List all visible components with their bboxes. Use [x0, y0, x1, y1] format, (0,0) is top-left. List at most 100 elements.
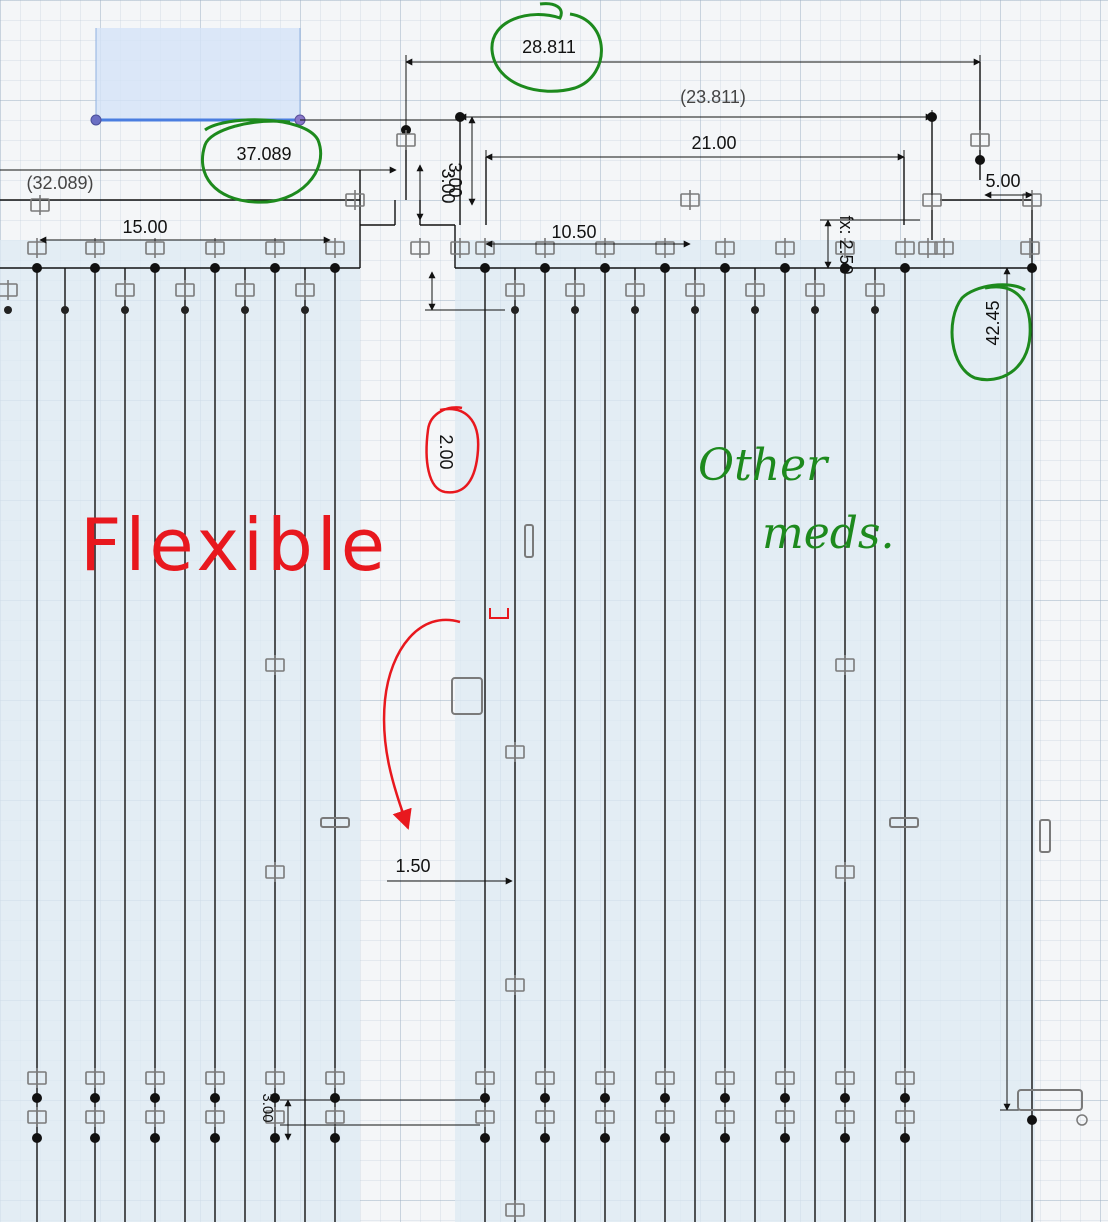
coincident-constraint-icon[interactable] — [450, 238, 470, 258]
coincident-constraint-icon[interactable] — [475, 1107, 495, 1127]
dim-200[interactable]: 2.00 — [436, 434, 456, 469]
dim-10-50[interactable]: 10.50 — [551, 222, 596, 242]
coincident-constraint-icon[interactable] — [295, 280, 315, 300]
sketch-point-icon[interactable] — [330, 263, 340, 273]
coincident-constraint-icon[interactable] — [175, 280, 195, 300]
coincident-constraint-icon[interactable] — [30, 195, 50, 215]
dim-15[interactable]: 15.00 — [122, 217, 167, 237]
sketch-profile-left[interactable] — [0, 240, 360, 1222]
dim-28811[interactable]: 28.811 — [522, 37, 576, 57]
coincident-constraint-icon[interactable] — [505, 742, 525, 762]
coincident-constraint-icon[interactable] — [265, 862, 285, 882]
sketch-point-icon[interactable] — [780, 263, 790, 273]
sketch-point-icon[interactable] — [691, 306, 699, 314]
coincident-constraint-icon[interactable] — [895, 238, 915, 258]
coincident-constraint-icon[interactable] — [115, 280, 135, 300]
sketch-point-icon[interactable] — [511, 306, 519, 314]
sketch-point-icon[interactable] — [241, 306, 249, 314]
coincident-constraint-icon[interactable] — [715, 238, 735, 258]
sketch-point-icon[interactable] — [720, 263, 730, 273]
sketch-point-icon[interactable] — [900, 1093, 910, 1103]
coincident-constraint-icon[interactable] — [715, 1107, 735, 1127]
coincident-constraint-icon[interactable] — [895, 1107, 915, 1127]
coincident-constraint-icon[interactable] — [625, 280, 645, 300]
sketch-point-icon[interactable] — [571, 306, 579, 314]
sketch-point-icon[interactable] — [540, 263, 550, 273]
sketch-point-icon[interactable] — [181, 306, 189, 314]
coincident-constraint-icon[interactable] — [805, 280, 825, 300]
sketch-point-icon[interactable] — [330, 1093, 340, 1103]
sketch-point-icon[interactable] — [270, 1133, 280, 1143]
sketch-point-icon[interactable] — [540, 1133, 550, 1143]
coincident-constraint-icon[interactable] — [535, 1068, 555, 1088]
coincident-constraint-icon[interactable] — [396, 130, 416, 150]
sketch-point-icon[interactable] — [660, 263, 670, 273]
coincident-constraint-icon[interactable] — [565, 280, 585, 300]
sketch-point-icon[interactable] — [150, 263, 160, 273]
sketch-point-icon[interactable] — [32, 263, 42, 273]
dim-23811[interactable]: (23.811) — [680, 87, 746, 107]
sketch-point-icon[interactable] — [90, 1133, 100, 1143]
sketch-point-icon[interactable] — [150, 1093, 160, 1103]
coincident-constraint-icon[interactable] — [235, 280, 255, 300]
sketch-point-icon[interactable] — [780, 1133, 790, 1143]
coincident-constraint-icon[interactable] — [265, 655, 285, 675]
coincident-constraint-icon[interactable] — [410, 238, 430, 258]
sketch-point-icon[interactable] — [210, 1133, 220, 1143]
coincident-constraint-icon[interactable] — [835, 1107, 855, 1127]
coincident-constraint-icon[interactable] — [205, 1107, 225, 1127]
sketch-point-icon[interactable] — [480, 263, 490, 273]
coincident-constraint-icon[interactable] — [325, 1068, 345, 1088]
coincident-constraint-icon[interactable] — [205, 1068, 225, 1088]
coincident-constraint-icon[interactable] — [835, 238, 855, 258]
dim-32089[interactable]: (32.089) — [26, 173, 93, 193]
coincident-constraint-icon[interactable] — [265, 1068, 285, 1088]
sketch-point-icon[interactable] — [1027, 1115, 1037, 1125]
sketch-point-icon[interactable] — [330, 1133, 340, 1143]
coincident-constraint-icon[interactable] — [325, 1107, 345, 1127]
coincident-constraint-icon[interactable] — [145, 1107, 165, 1127]
coincident-constraint-icon[interactable] — [85, 1107, 105, 1127]
sketch-point-icon[interactable] — [90, 263, 100, 273]
coincident-constraint-icon[interactable] — [835, 655, 855, 675]
coincident-constraint-icon[interactable] — [595, 1107, 615, 1127]
dim-150[interactable]: 1.50 — [395, 856, 430, 876]
sketch-point-icon[interactable] — [301, 306, 309, 314]
sketch-point-icon[interactable] — [210, 263, 220, 273]
coincident-constraint-icon[interactable] — [655, 1107, 675, 1127]
sketch-point-icon[interactable] — [631, 306, 639, 314]
sketch-point-icon[interactable] — [4, 306, 12, 314]
sketch-point-icon[interactable] — [90, 1093, 100, 1103]
coincident-constraint-icon[interactable] — [934, 238, 954, 258]
coincident-constraint-icon[interactable] — [1020, 238, 1040, 258]
coincident-constraint-icon[interactable] — [918, 238, 938, 258]
sketch-point-icon[interactable] — [32, 1133, 42, 1143]
coincident-constraint-icon[interactable] — [865, 280, 885, 300]
sketch-point-icon[interactable] — [210, 1093, 220, 1103]
coincident-constraint-icon[interactable] — [775, 1107, 795, 1127]
sketch-point-icon[interactable] — [270, 1093, 280, 1103]
dim-300[interactable]: 3.00 — [438, 168, 458, 203]
coincident-constraint-icon[interactable] — [265, 1107, 285, 1127]
coincident-constraint-icon[interactable] — [715, 1068, 735, 1088]
dim-21[interactable]: 21.00 — [691, 133, 736, 153]
sketch-point-icon[interactable] — [600, 263, 610, 273]
sketch-point-icon[interactable] — [540, 1093, 550, 1103]
coincident-constraint-icon[interactable] — [505, 280, 525, 300]
coincident-constraint-icon[interactable] — [685, 280, 705, 300]
sketch-point-icon[interactable] — [600, 1133, 610, 1143]
coincident-constraint-icon[interactable] — [595, 1068, 615, 1088]
coincident-constraint-icon[interactable] — [505, 975, 525, 995]
coincident-constraint-icon[interactable] — [325, 238, 345, 258]
sketch-point-icon[interactable] — [121, 306, 129, 314]
coincident-constraint-icon[interactable] — [475, 1068, 495, 1088]
dim-37089[interactable]: 37.089 — [236, 144, 291, 164]
sketch-point-icon[interactable] — [975, 155, 985, 165]
coincident-constraint-icon[interactable] — [775, 238, 795, 258]
sketch-point-icon[interactable] — [1027, 263, 1037, 273]
dim-5[interactable]: 5.00 — [985, 171, 1020, 191]
sketch-point-icon[interactable] — [720, 1133, 730, 1143]
sketch-point-icon[interactable] — [1076, 1114, 1088, 1126]
coincident-constraint-icon[interactable] — [835, 862, 855, 882]
